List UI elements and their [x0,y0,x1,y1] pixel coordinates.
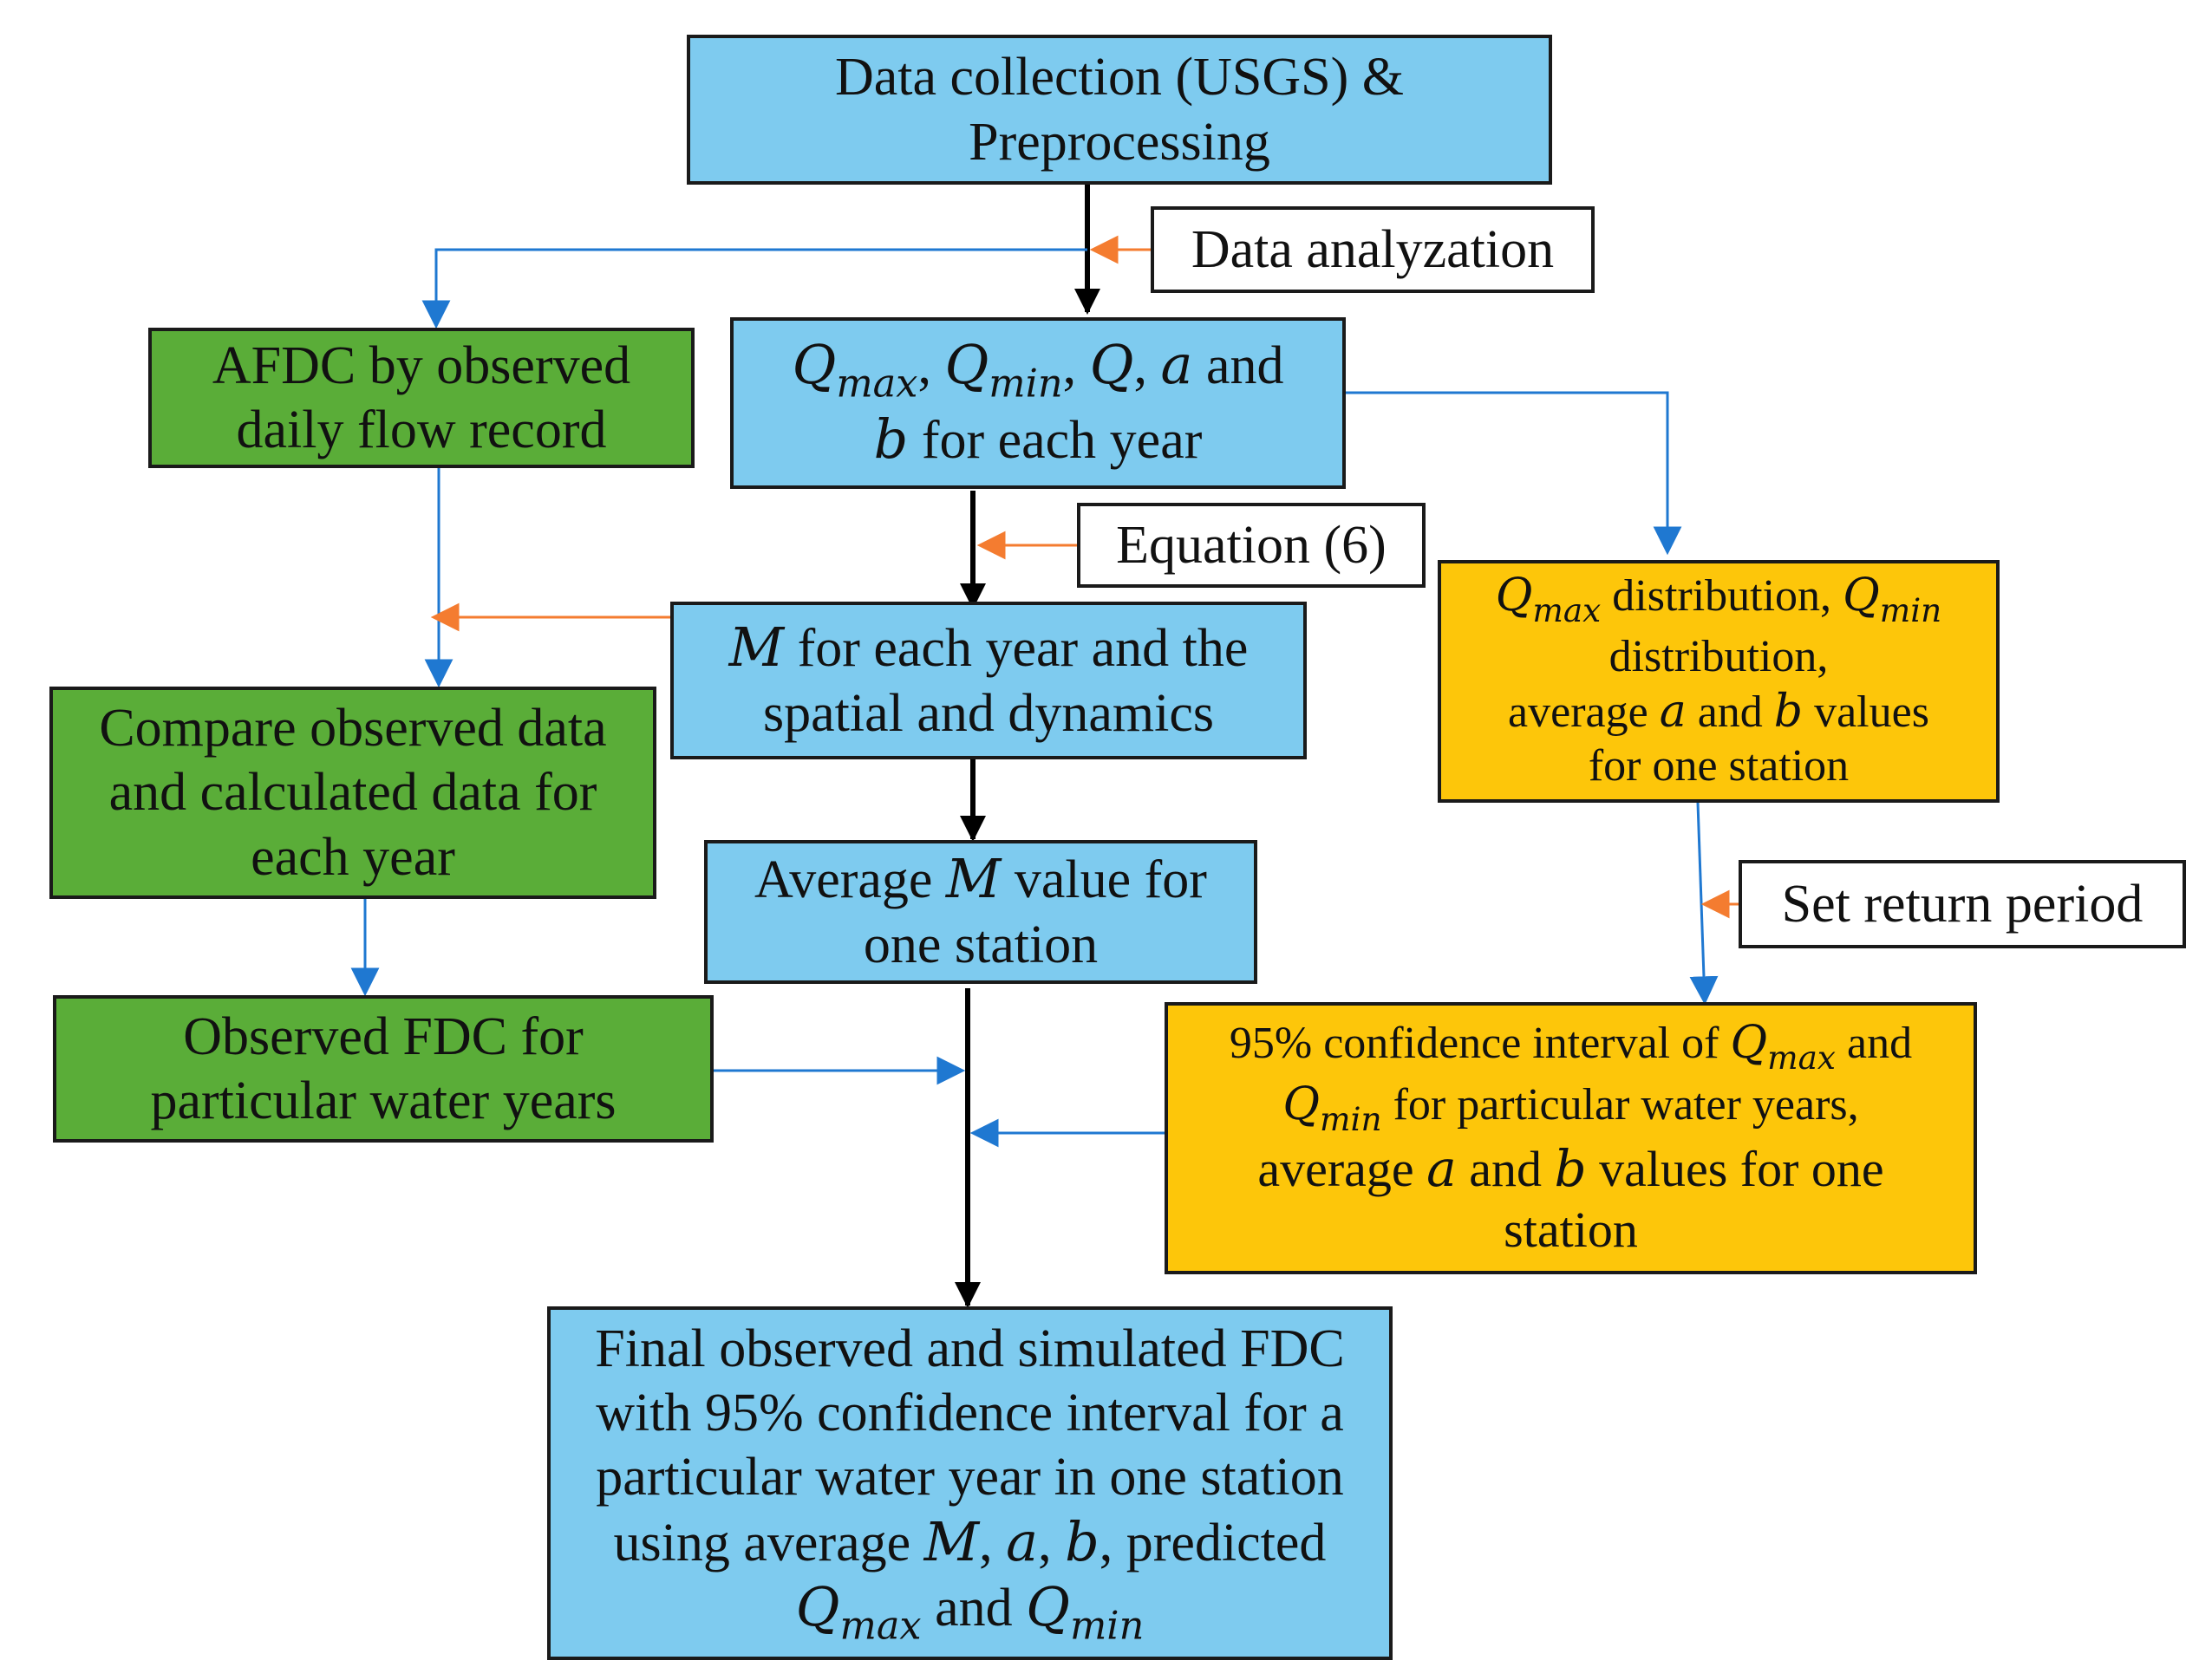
a-symbol: a [1160,333,1193,397]
node-final-fdc: Final observed and simulated FDC with 95… [547,1306,1393,1660]
m-each-year-line1: M for each year and the [728,615,1249,680]
q-min-symbol: Qmin [944,333,1063,407]
final-line4: using average M, a, b, predicted [613,1509,1327,1573]
ci-line4: station [1504,1201,1638,1259]
ci-line1: 95% confidence interval of Qmax and [1229,1017,1913,1078]
node-observed-fdc: Observed FDC for particular water years [53,995,714,1143]
b-symbol: b [873,407,909,472]
observed-fdc-line2: particular water years [150,1071,617,1130]
distribution-line1: Qmax distribution, Qmin [1495,570,1942,630]
node-compare: Compare observed data and calculated dat… [49,687,656,899]
data-collection-line2: Preprocessing [969,112,1270,172]
final-line5: Qmax and Qmin [795,1575,1145,1649]
a-symbol: a [1659,685,1687,738]
q-symbol: Q [1089,333,1134,397]
ci-line2: Qmin for particular water years, [1282,1078,1859,1139]
m-symbol: M [728,615,785,680]
b-symbol: b [1554,1139,1587,1199]
compare-line2: and calculated data for [108,763,597,823]
node-set-return-period: Set return period [1739,860,2186,948]
node-equation: Equation (6) [1077,503,1426,588]
node-average-m: Average M value for one station [704,840,1257,984]
distribution-line4: for one station [1588,741,1850,791]
arrow-collection-to-afdc [421,248,1087,329]
final-line3: particular water year in one station [596,1448,1344,1507]
distribution-line2: distribution, [1608,632,1829,682]
q-max-symbol: Qmax [1730,1017,1836,1078]
ci-line3: average a and b values for one [1257,1139,1884,1199]
q-max-symbol: Qmax [1495,570,1602,630]
b-symbol: b [1773,685,1804,738]
a-symbol: a [1006,1509,1039,1573]
q-min-symbol: Qmin [1843,570,1942,630]
average-m-line2: one station [863,915,1099,974]
q-params-line1: Qmax, Qmin, Q, a and [792,333,1284,407]
afdc-line2: daily flow record [236,400,607,459]
afdc-line1: AFDC by observed [212,335,631,395]
b-symbol: b [1065,1509,1100,1573]
node-q-parameters: Qmax, Qmin, Q, a and b for each year [730,317,1346,489]
q-min-symbol: Qmin [1026,1575,1145,1649]
compare-line1: Compare observed data [99,698,607,758]
node-confidence-interval: 95% confidence interval of Qmax and Qmin… [1165,1002,1977,1274]
node-afdc: AFDC by observed daily flow record [148,328,695,468]
arrow-params-to-distribution [1343,391,1682,556]
m-each-year-line2: spatial and dynamics [763,683,1214,743]
equation-label: Equation (6) [1116,515,1387,575]
average-m-line1: Average M value for [754,847,1207,911]
m-symbol: M [945,847,1002,911]
q-max-symbol: Qmax [792,333,918,407]
q-params-line2: b for each year [873,407,1203,472]
a-symbol: a [1426,1139,1457,1199]
q-min-symbol: Qmin [1282,1078,1382,1139]
q-max-symbol: Qmax [795,1575,922,1649]
node-m-each-year: M for each year and the spatial and dyna… [670,602,1307,759]
compare-line3: each year [251,827,455,887]
observed-fdc-line1: Observed FDC for [183,1006,584,1066]
distribution-line3: average a and b values [1508,685,1929,738]
node-data-collection: Data collection (USGS) & Preprocessing [687,35,1552,185]
data-collection-line1: Data collection (USGS) & [834,48,1405,107]
final-line2: with 95% confidence interval for a [596,1384,1344,1443]
set-return-period-label: Set return period [1781,874,2144,934]
node-distribution: Qmax distribution, Qmin distribution, av… [1438,560,2000,803]
arrow-distribution-to-ci [1689,802,1719,1006]
m-symbol: M [923,1509,980,1573]
final-line1: Final observed and simulated FDC [595,1319,1345,1378]
data-analyzation-label: Data analyzation [1191,219,1555,279]
node-data-analyzation: Data analyzation [1151,206,1595,293]
